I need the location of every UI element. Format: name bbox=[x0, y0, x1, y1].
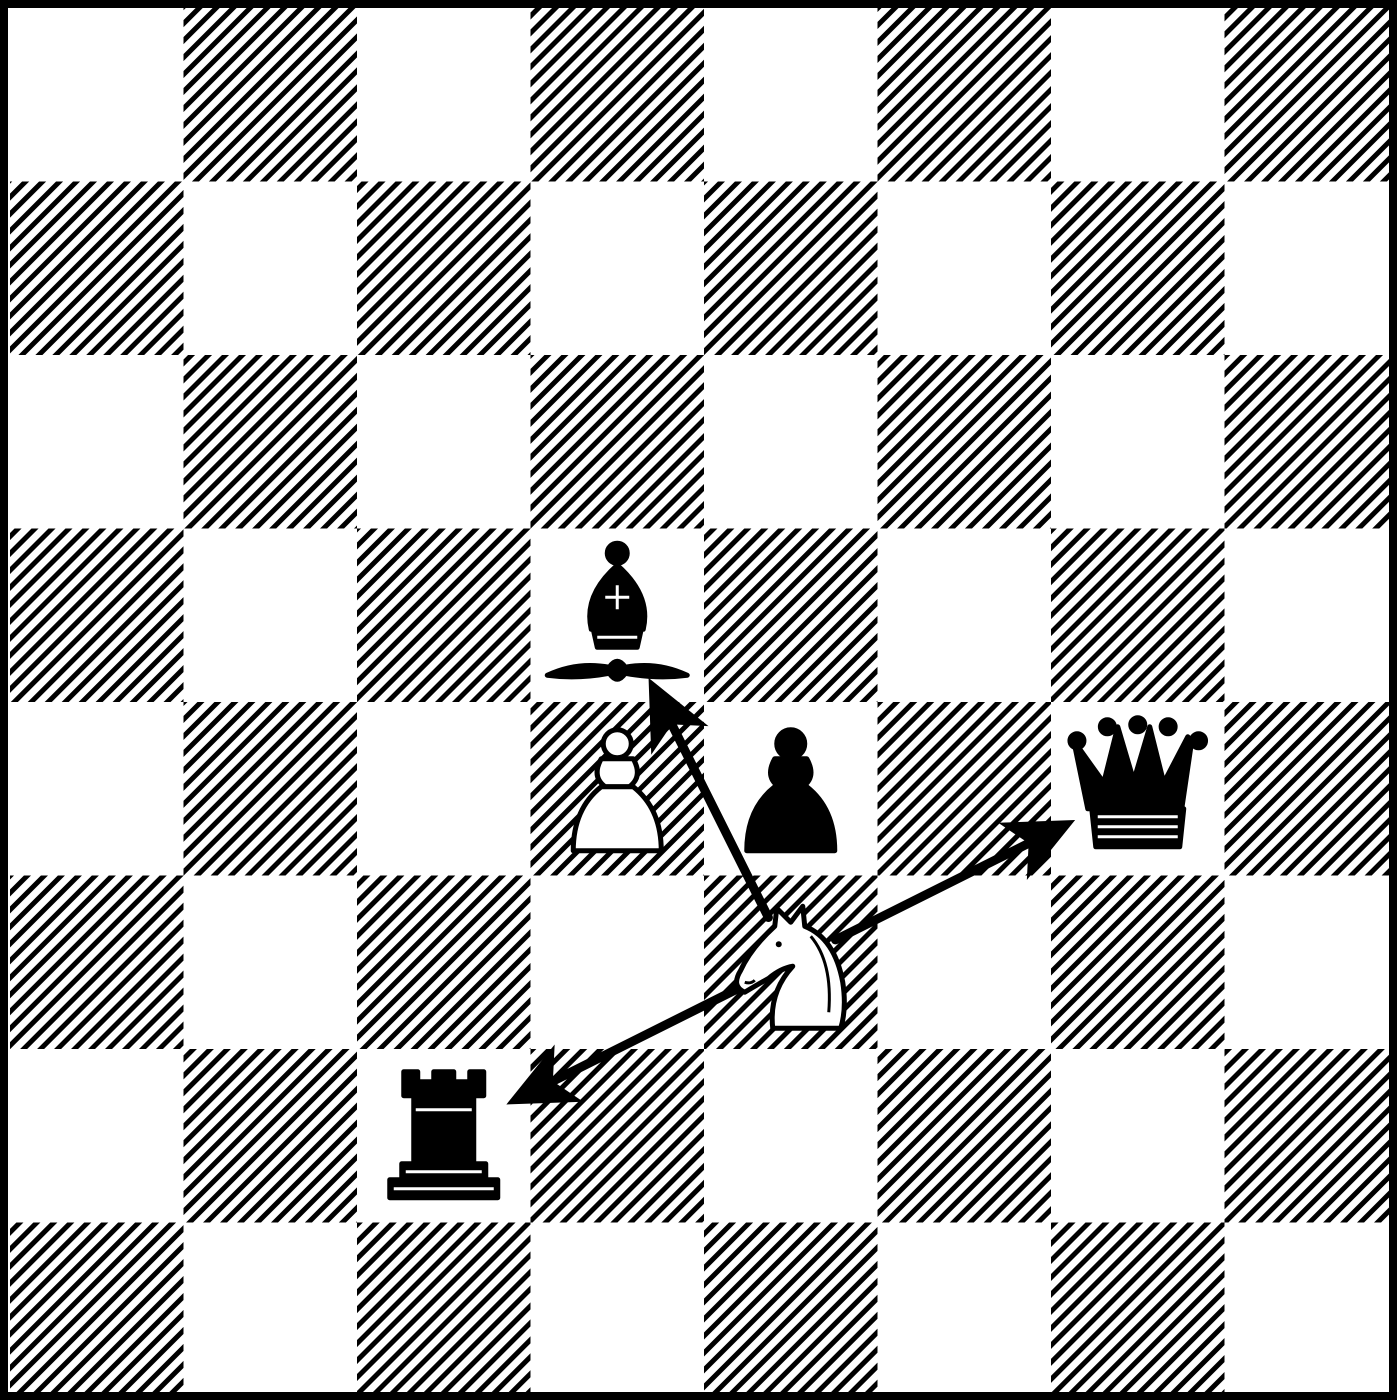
square-c1[interactable] bbox=[357, 1223, 531, 1397]
square-e1[interactable] bbox=[704, 1223, 878, 1397]
square-f7[interactable] bbox=[878, 182, 1052, 356]
square-e2[interactable] bbox=[704, 1049, 878, 1223]
square-d8[interactable] bbox=[531, 8, 705, 182]
square-e6[interactable] bbox=[704, 355, 878, 529]
square-e5[interactable] bbox=[704, 529, 878, 703]
square-b3[interactable] bbox=[184, 876, 358, 1050]
square-a6[interactable] bbox=[10, 355, 184, 529]
square-h5[interactable] bbox=[1225, 529, 1397, 703]
square-b5[interactable] bbox=[184, 529, 358, 703]
square-a5[interactable] bbox=[10, 529, 184, 703]
square-h4[interactable] bbox=[1225, 702, 1397, 876]
square-c4[interactable] bbox=[357, 702, 531, 876]
board-squares bbox=[10, 8, 1397, 1397]
square-a7[interactable] bbox=[10, 182, 184, 356]
square-g7[interactable] bbox=[1051, 182, 1225, 356]
square-d1[interactable] bbox=[531, 1223, 705, 1397]
square-h1[interactable] bbox=[1225, 1223, 1397, 1397]
square-a4[interactable] bbox=[10, 702, 184, 876]
square-a8[interactable] bbox=[10, 8, 184, 182]
square-d6[interactable] bbox=[531, 355, 705, 529]
square-b6[interactable] bbox=[184, 355, 358, 529]
square-a2[interactable] bbox=[10, 1049, 184, 1223]
square-b8[interactable] bbox=[184, 8, 358, 182]
square-b1[interactable] bbox=[184, 1223, 358, 1397]
square-b4[interactable] bbox=[184, 702, 358, 876]
square-g2[interactable] bbox=[1051, 1049, 1225, 1223]
square-g3[interactable] bbox=[1051, 876, 1225, 1050]
square-f6[interactable] bbox=[878, 355, 1052, 529]
square-h8[interactable] bbox=[1225, 8, 1397, 182]
square-h7[interactable] bbox=[1225, 182, 1397, 356]
square-h6[interactable] bbox=[1225, 355, 1397, 529]
square-a1[interactable] bbox=[10, 1223, 184, 1397]
square-f1[interactable] bbox=[878, 1223, 1052, 1397]
square-g6[interactable] bbox=[1051, 355, 1225, 529]
square-a3[interactable] bbox=[10, 876, 184, 1050]
square-f2[interactable] bbox=[878, 1049, 1052, 1223]
square-b7[interactable] bbox=[184, 182, 358, 356]
square-c5[interactable] bbox=[357, 529, 531, 703]
square-e8[interactable] bbox=[704, 8, 878, 182]
square-h2[interactable] bbox=[1225, 1049, 1397, 1223]
square-c7[interactable] bbox=[357, 182, 531, 356]
square-h3[interactable] bbox=[1225, 876, 1397, 1050]
square-b2[interactable] bbox=[184, 1049, 358, 1223]
square-e7[interactable] bbox=[704, 182, 878, 356]
square-g8[interactable] bbox=[1051, 8, 1225, 182]
square-c3[interactable] bbox=[357, 876, 531, 1050]
square-c6[interactable] bbox=[357, 355, 531, 529]
square-d7[interactable] bbox=[531, 182, 705, 356]
square-f8[interactable] bbox=[878, 8, 1052, 182]
square-f5[interactable] bbox=[878, 529, 1052, 703]
square-c8[interactable] bbox=[357, 8, 531, 182]
square-g5[interactable] bbox=[1051, 529, 1225, 703]
square-g1[interactable] bbox=[1051, 1223, 1225, 1397]
